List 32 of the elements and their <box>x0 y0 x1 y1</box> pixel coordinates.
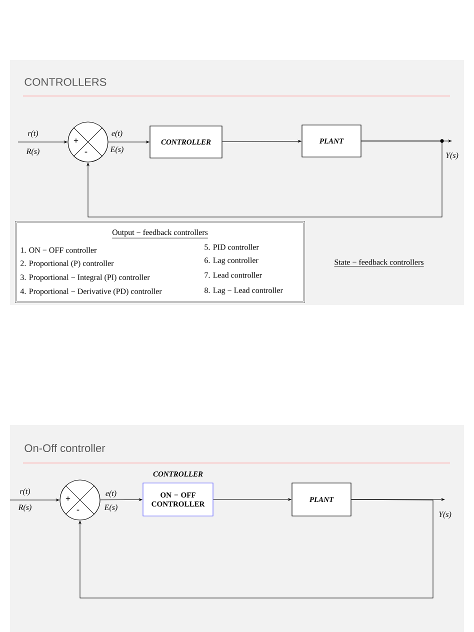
signal-label: e(t) <box>112 130 122 138</box>
list-item: 8. Lag − Lead controller <box>204 287 283 295</box>
summing-junction: + - <box>60 480 100 520</box>
signal-label: r(t) <box>20 488 30 496</box>
arrow <box>78 499 434 598</box>
arrow <box>10 498 60 502</box>
section-label: State − feedback controllers <box>334 259 424 266</box>
arrow <box>222 140 302 142</box>
slide-title: CONTROLLERS <box>24 78 106 86</box>
arrow <box>213 498 292 501</box>
summing-junction: + - <box>68 122 108 162</box>
list-item: 2. Proportional (P) controller <box>20 260 114 268</box>
list-item: 5. PID controller <box>204 244 259 250</box>
arrow <box>86 139 444 218</box>
signal-label: Y(s) <box>446 152 458 160</box>
signal-label: R(s) <box>26 148 40 156</box>
list-heading: Output − feedback controllers <box>112 229 208 238</box>
signal-label: E(s) <box>104 504 118 512</box>
signal-label: Y(s) <box>439 511 452 519</box>
arrow <box>18 140 68 144</box>
list-item: 4. Proportional − Derivative (PD) controller <box>20 288 162 296</box>
signal-label: r(t) <box>28 130 38 138</box>
signal-label: R(s) <box>18 504 32 512</box>
list-item: 7. Lead controller <box>204 272 262 278</box>
arrow <box>100 498 142 501</box>
slide-title: On-Off controller <box>24 444 106 452</box>
list-item: 1. ON − OFF controller <box>20 247 97 253</box>
signal-label: e(t) <box>106 490 116 498</box>
list-item: 3. Proportional − Integral (PI) controller <box>20 274 150 282</box>
list-item: 6. Lag controller <box>204 257 258 265</box>
signal-label: E(s) <box>110 146 124 154</box>
arrow <box>108 140 150 144</box>
